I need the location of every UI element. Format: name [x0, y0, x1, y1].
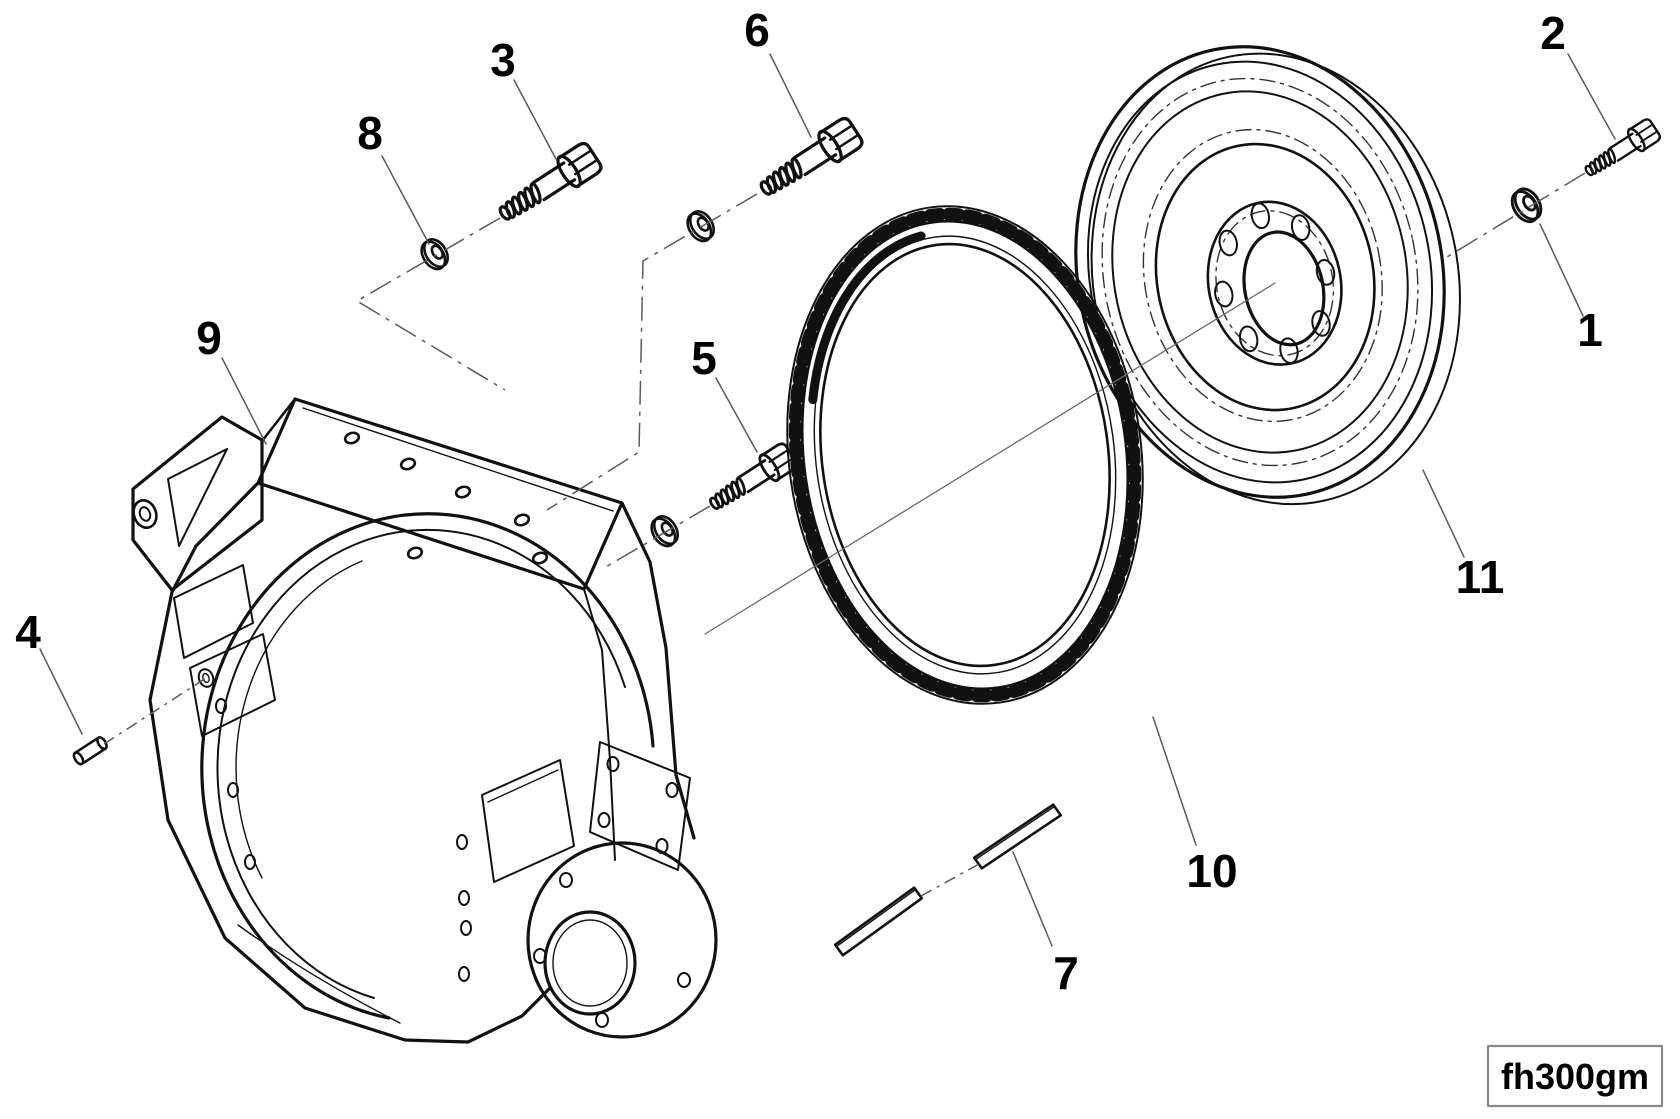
callout-10: 10: [1186, 845, 1237, 897]
flywheel-drawing: [1074, 45, 1461, 506]
key-drawings: [833, 803, 1063, 957]
diagram-code-box: fh300gm: [1486, 1044, 1664, 1108]
callout-11: 11: [1456, 551, 1505, 603]
ring-gear-drawing: [786, 205, 1144, 705]
washer-under-bolt6-drawing: [681, 205, 721, 247]
washer-under-bolt5-drawing: [645, 510, 685, 552]
diagram-code-label: fh300gm: [1501, 1056, 1649, 1097]
callout-5: 5: [691, 332, 717, 384]
callout-labels: 1 2 3 4 5 6 7 8 9 10 11: [15, 4, 1603, 999]
callout-8: 8: [357, 107, 383, 159]
flywheel-housing-drawing: [131, 397, 718, 1044]
bolt-2-drawing: [1578, 115, 1664, 184]
callout-7: 7: [1053, 947, 1079, 999]
callout-leader-lines: [39, 53, 1616, 947]
callout-4: 4: [15, 606, 41, 658]
bolt-6-drawing: [751, 113, 867, 207]
washer-8-drawing: [415, 233, 455, 275]
callout-6: 6: [744, 4, 770, 56]
dowel-pin-drawing: [72, 736, 108, 766]
callout-9: 9: [196, 312, 222, 364]
callout-1: 1: [1577, 304, 1603, 356]
assembly-axis-lines: [103, 172, 1586, 897]
callout-3: 3: [490, 34, 516, 86]
bolt-5-drawing: [702, 439, 801, 519]
washer-1-drawing: [1505, 182, 1548, 228]
callout-2: 2: [1540, 7, 1566, 59]
bolt-3-drawing: [490, 138, 606, 232]
